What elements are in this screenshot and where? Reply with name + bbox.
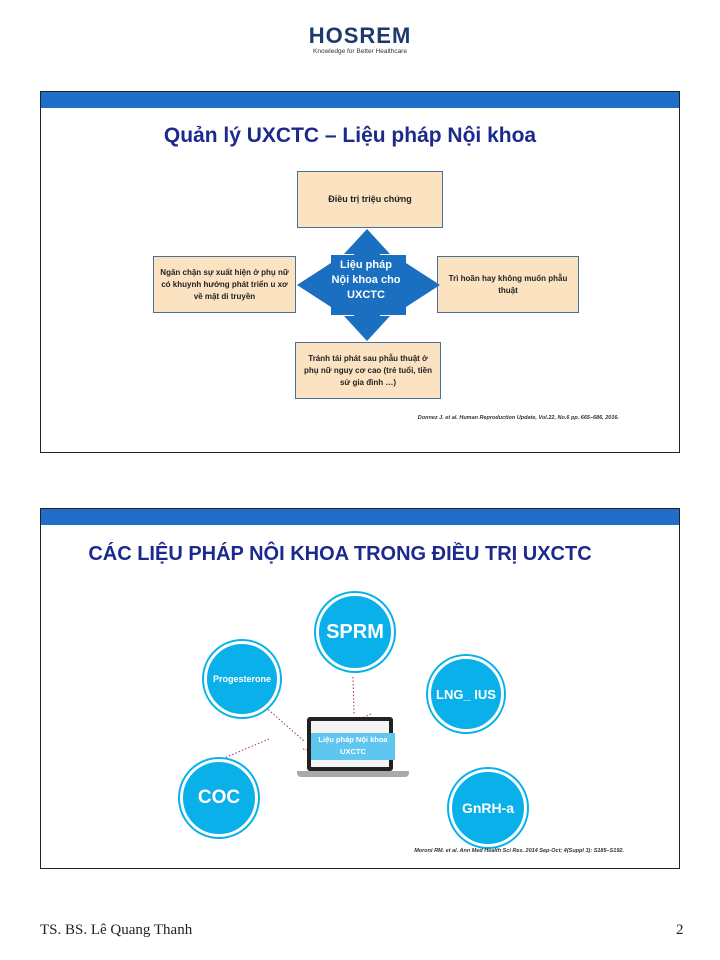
circle-sprm: SPRM (316, 593, 394, 671)
circle-lng-ius: LNG_ IUS (428, 656, 504, 732)
hosrem-logo: HOSREM Knowledge for Better Healthcare (300, 23, 420, 56)
box-left: Ngăn chặn sự xuất hiện ở phụ nữ có khuyn… (153, 256, 296, 313)
page-number: 2 (676, 922, 684, 938)
citation-2: Moroni RM. et al. Ann Med Health Sci Res… (414, 848, 624, 854)
slide-2: CÁC LIỆU PHÁP NỘI KHOA TRONG ĐIỀU TRỊ UX… (40, 508, 680, 869)
laptop-label: Liệu pháp Nội khoa UXCTC (311, 733, 395, 760)
laptop-icon: Liệu pháp Nội khoa UXCTC (297, 717, 409, 777)
circle-gnrh-a: GnRH-a (449, 769, 527, 847)
logo-text: HOSREM (308, 23, 412, 48)
slide-1-title: Quản lý UXCTC – Liệu pháp Nội khoa (163, 124, 537, 147)
slide-2-title: CÁC LIỆU PHÁP NỘI KHOA TRONG ĐIỀU TRỊ UX… (88, 543, 592, 565)
circle-coc: COC (180, 759, 258, 837)
citation-1: Donnez J. et al. Human Reproduction Upda… (417, 415, 619, 421)
center-label: Liệu pháp Nội khoa cho UXCTC (331, 259, 401, 301)
slide-header-bar (41, 509, 679, 525)
dotted-connectors (202, 676, 387, 772)
footer-author: TS. BS. Lê Quang Thanh (40, 922, 193, 938)
box-top: Điều trị triệu chứng (297, 171, 443, 228)
logo-tagline: Knowledge for Better Healthcare (313, 48, 407, 55)
box-bottom: Tránh tái phát sau phẫu thuật ở phụ nữ n… (295, 342, 441, 399)
four-way-arrow-icon (297, 229, 440, 341)
slide-1: Quản lý UXCTC – Liệu pháp Nội khoa Điều … (40, 91, 680, 453)
circle-progesterone: Progesterone (204, 641, 280, 717)
slide-header-bar (41, 92, 679, 108)
box-right: Trì hoãn hay không muốn phẫu thuật (437, 256, 579, 313)
